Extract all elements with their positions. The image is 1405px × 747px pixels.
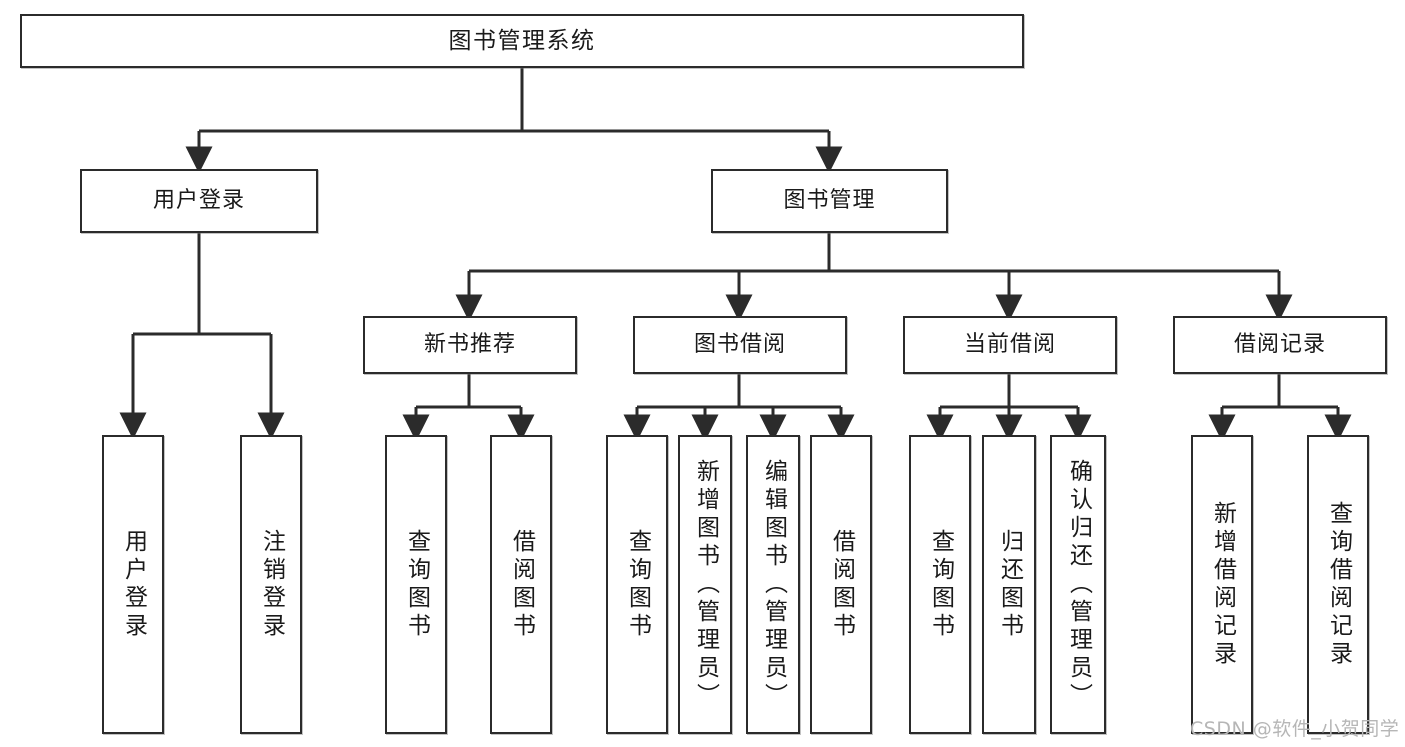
node-new-book-recommend[interactable]: 新书推荐: [363, 316, 577, 374]
node-label: 借阅图书: [508, 528, 535, 641]
node-label: 借阅记录: [1233, 332, 1326, 358]
leaf-edit-book-admin[interactable]: 编辑图书（管理员）: [746, 435, 800, 734]
node-label: 查询图书: [927, 528, 954, 641]
node-label: 注销登录: [258, 528, 285, 641]
leaf-add-book-admin[interactable]: 新增图书（管理员）: [678, 435, 732, 734]
leaf-return-book[interactable]: 归还图书: [982, 435, 1036, 734]
node-label: 图书借阅: [693, 332, 786, 358]
leaf-query-book-current[interactable]: 查询图书: [909, 435, 971, 734]
node-label: 查询图书: [403, 528, 430, 641]
node-book-borrow[interactable]: 图书借阅: [633, 316, 847, 374]
node-label: 归还图书: [996, 528, 1023, 641]
leaf-user-logout[interactable]: 注销登录: [240, 435, 302, 734]
leaf-query-book-borrow[interactable]: 查询图书: [606, 435, 668, 734]
leaf-add-borrow-record[interactable]: 新增借阅记录: [1191, 435, 1253, 734]
node-current-borrow[interactable]: 当前借阅: [903, 316, 1117, 374]
leaf-confirm-return-admin[interactable]: 确认归还（管理员）: [1050, 435, 1106, 734]
node-label: 新增借阅记录: [1209, 500, 1236, 669]
node-root-system[interactable]: 图书管理系统: [20, 14, 1024, 68]
node-label: 编辑图书（管理员）: [760, 458, 787, 711]
node-label: 图书管理系统: [448, 27, 596, 54]
leaf-user-login[interactable]: 用户登录: [102, 435, 164, 734]
leaf-query-borrow-record[interactable]: 查询借阅记录: [1307, 435, 1369, 734]
node-label: 用户登录: [120, 528, 147, 641]
node-book-management[interactable]: 图书管理: [711, 169, 948, 233]
leaf-borrow-book-new[interactable]: 借阅图书: [490, 435, 552, 734]
node-label: 图书管理: [783, 188, 876, 214]
leaf-query-book-new[interactable]: 查询图书: [385, 435, 447, 734]
node-user-login[interactable]: 用户登录: [80, 169, 318, 233]
node-label: 确认归还（管理员）: [1065, 458, 1092, 711]
node-label: 查询图书: [624, 528, 651, 641]
node-label: 当前借阅: [963, 332, 1056, 358]
node-label: 查询借阅记录: [1325, 500, 1352, 669]
leaf-borrow-book[interactable]: 借阅图书: [810, 435, 872, 734]
csdn-watermark: CSDN @软件_小贺同学: [1190, 718, 1400, 740]
node-label: 新增图书（管理员）: [692, 458, 719, 711]
node-label: 新书推荐: [423, 332, 516, 358]
node-label: 用户登录: [152, 188, 245, 214]
node-borrow-records[interactable]: 借阅记录: [1173, 316, 1387, 374]
node-label: 借阅图书: [828, 528, 855, 641]
